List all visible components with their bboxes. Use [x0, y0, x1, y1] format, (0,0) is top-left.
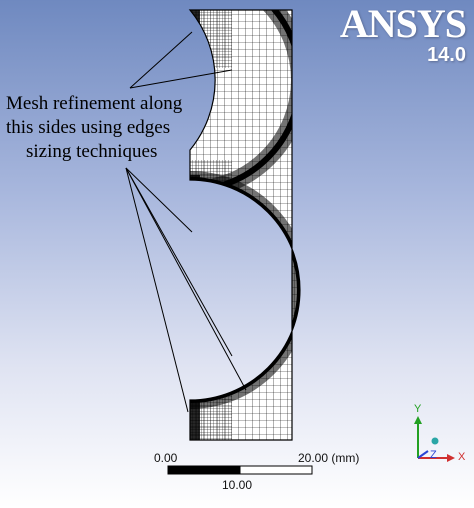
scale-mid-label: 10.00 [222, 478, 253, 492]
x-axis-arrow-icon [447, 454, 455, 462]
ansys-brand: ANSYS [339, 1, 467, 46]
scale-end-label: 20.00 (mm) [298, 451, 360, 465]
annotation-line-2: this sides using edges [6, 117, 171, 138]
triad-x-label: X [458, 451, 466, 463]
annotation-line-3: sizing techniques [26, 141, 158, 162]
triad-y-label: Y [414, 403, 422, 415]
mesh-annotation: Mesh refinement along this sides using e… [6, 92, 206, 164]
mesh-body [190, 10, 300, 440]
y-axis-arrow-icon [414, 416, 422, 424]
triad-z-label: Z [430, 449, 437, 461]
axis-triad [414, 416, 455, 462]
ansys-version: 14.0 [427, 44, 466, 66]
triad-origin-icon [431, 437, 439, 445]
leader-lines [125, 31, 247, 413]
scale-start-label: 0.00 [154, 451, 178, 465]
z-axis-line [417, 450, 429, 459]
mesh-outline [188, 9, 301, 441]
annotation-line-1: Mesh refinement along [6, 93, 183, 114]
ansys-logo: ANSYS 14.0 [339, 1, 467, 67]
scale-bar [167, 465, 313, 475]
